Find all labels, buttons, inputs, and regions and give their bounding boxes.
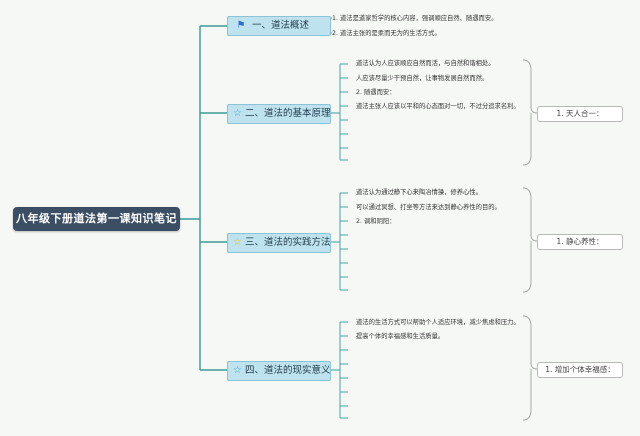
star-icon: ☆ bbox=[233, 108, 242, 119]
leaf-text[interactable]: 提高个体的幸福感和生活质量。 bbox=[356, 333, 445, 340]
branch-overview[interactable]: ⚑ 一、道法概述 bbox=[227, 16, 331, 36]
flag-icon: ⚑ bbox=[236, 20, 246, 31]
star-icon: ☆ bbox=[233, 365, 242, 376]
summary-brace-1 bbox=[522, 59, 538, 166]
summary-heaven-human-unity[interactable]: 1. 天人合一： bbox=[537, 106, 623, 122]
leaf-text[interactable]: 2. 调和阴阳： bbox=[356, 218, 396, 225]
leaf-text[interactable]: 2. 道法主张的是柔而无为的生活方式。 bbox=[332, 30, 441, 37]
leaf-text[interactable]: 道法认为人应该顺应自然而活，与自然和谐相处。 bbox=[356, 60, 495, 67]
leaf-text[interactable]: 道法认为通过静下心来陶冶情操，修养心性。 bbox=[356, 189, 482, 196]
leaf-text[interactable]: 人应该尽量少干预自然，让事物发展自然而然。 bbox=[356, 75, 489, 82]
summary-brace-3 bbox=[522, 315, 538, 421]
leaf-text[interactable]: 道法的生活方式可以帮助个人适应环境，减少焦虑和压力。 bbox=[356, 319, 520, 326]
mindmap-root[interactable]: 八年级下册道法第一课知识笔记 bbox=[13, 207, 180, 231]
branch-title: 三、道法的实践方法 bbox=[244, 237, 331, 248]
branch-practice-methods[interactable]: ☆ 三、道法的实践方法 bbox=[227, 233, 331, 253]
branch-basic-principles[interactable]: ☆ 二、道法的基本原理 bbox=[227, 104, 331, 124]
branch-practical-significance[interactable]: ☆ 四、道法的现实意义 bbox=[227, 361, 331, 381]
summary-calm-cultivation[interactable]: 1. 静心养性： bbox=[537, 234, 623, 250]
branch-title: 四、道法的现实意义 bbox=[244, 365, 331, 376]
leaf-text[interactable]: 2. 随遇而安： bbox=[356, 89, 396, 96]
star-gold-icon: ☆ bbox=[233, 237, 242, 248]
leaf-text[interactable]: 1. 道法是道家哲学的核心内容，强调顺应自然、随遇而安。 bbox=[332, 15, 498, 22]
branch-title: 一、道法概述 bbox=[252, 20, 310, 31]
summary-brace-2 bbox=[522, 187, 538, 293]
leaf-text[interactable]: 可以通过冥想、打坐等方法来达到静心养性的目的。 bbox=[356, 204, 501, 211]
summary-increase-happiness[interactable]: 1. 增加个体幸福感： bbox=[537, 362, 623, 378]
leaf-text[interactable]: 道法主张人应该以平和的心态面对一切，不过分追求名利。 bbox=[356, 103, 520, 110]
branch-title: 二、道法的基本原理 bbox=[244, 108, 331, 119]
